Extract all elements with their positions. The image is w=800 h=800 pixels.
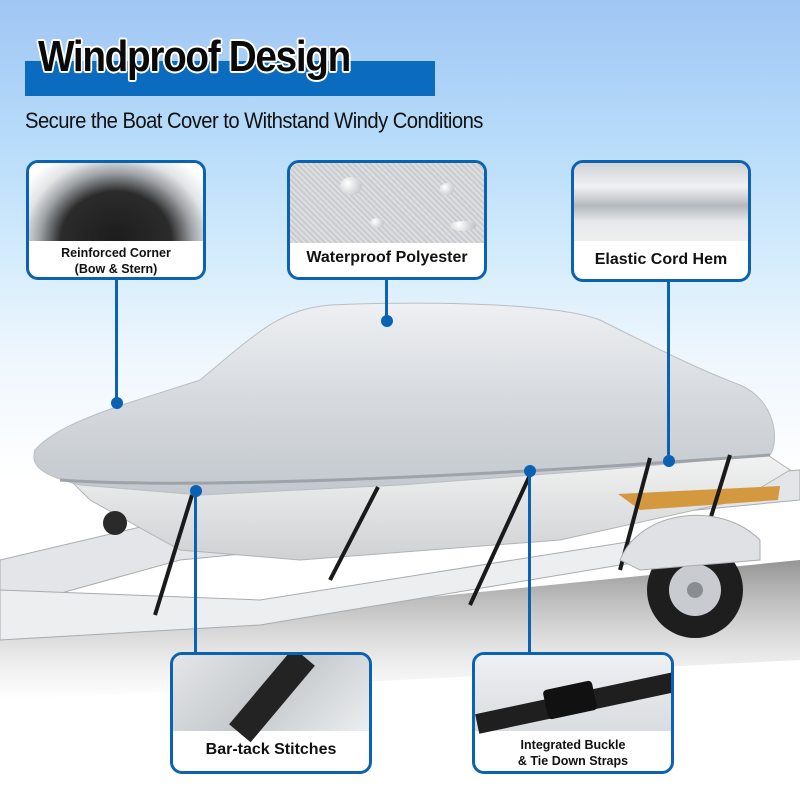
connector-line-buckle	[528, 470, 531, 655]
feature-label: Elastic Cord Hem	[594, 251, 728, 268]
cover-corner-photo	[29, 163, 203, 241]
feature-label: Integrated Buckle	[520, 738, 626, 752]
feature-label: Reinforced Corner	[61, 246, 171, 260]
feature-card-bar-tack-stitches: Bar-tack Stitches	[170, 652, 372, 774]
connector-dot-hem	[663, 455, 675, 467]
title-accent-bar	[25, 61, 435, 96]
feature-label: Bar-tack Stitches	[205, 741, 337, 758]
feature-card-elastic-cord-hem: Elastic Cord Hem	[571, 160, 751, 282]
page-title: Windproof Design	[38, 32, 351, 81]
strap-stitch-photo	[173, 655, 369, 743]
feature-card-waterproof-polyester: Waterproof Polyester	[287, 160, 487, 280]
connector-line-hem	[667, 282, 670, 460]
feature-sublabel: (Bow & Stern)	[74, 262, 158, 276]
buckle-strap-photo	[475, 655, 671, 734]
page-subtitle: Secure the Boat Cover to Withstand Windy…	[25, 108, 483, 133]
connector-line-polyester	[385, 278, 388, 318]
connector-line-bartack	[194, 490, 197, 655]
fabric-water-droplets-photo	[290, 163, 484, 243]
elastic-hem-photo	[574, 163, 748, 241]
connector-dot-buckle	[524, 465, 536, 477]
connector-dot-polyester	[381, 315, 393, 327]
connector-dot-corner	[111, 397, 123, 409]
connector-line-corner	[115, 278, 118, 400]
feature-label: Waterproof Polyester	[306, 249, 468, 266]
feature-card-reinforced-corner: Reinforced Corner (Bow & Stern)	[26, 160, 206, 280]
feature-card-integrated-buckle: Integrated Buckle & Tie Down Straps	[472, 652, 674, 774]
connector-dot-bartack	[190, 485, 202, 497]
feature-sublabel: & Tie Down Straps	[517, 754, 629, 768]
